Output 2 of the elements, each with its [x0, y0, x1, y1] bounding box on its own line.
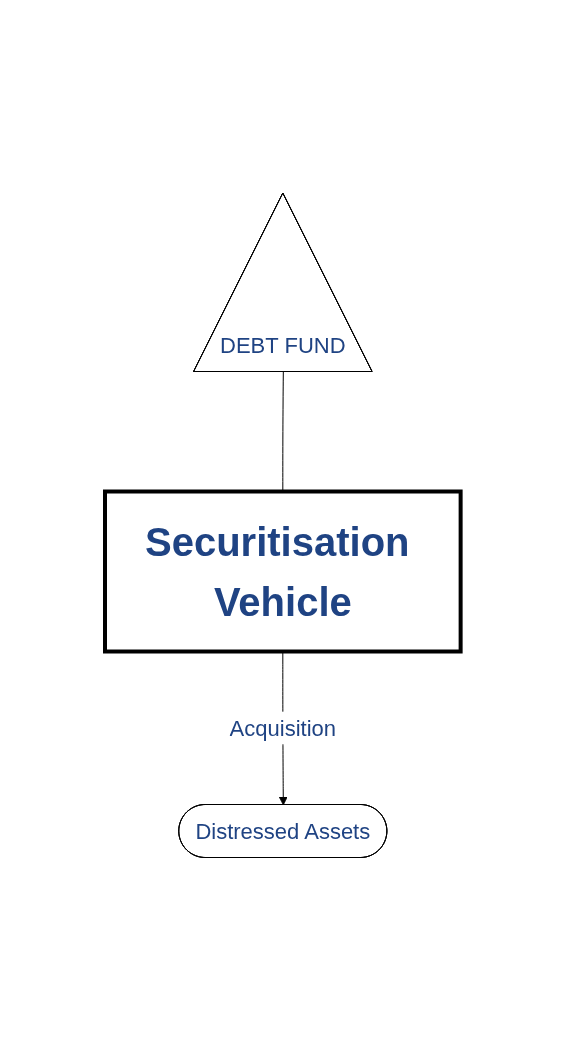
edge-label: Acquisition [229, 715, 337, 741]
node-box: Securitisation Vehicle [103, 489, 463, 654]
